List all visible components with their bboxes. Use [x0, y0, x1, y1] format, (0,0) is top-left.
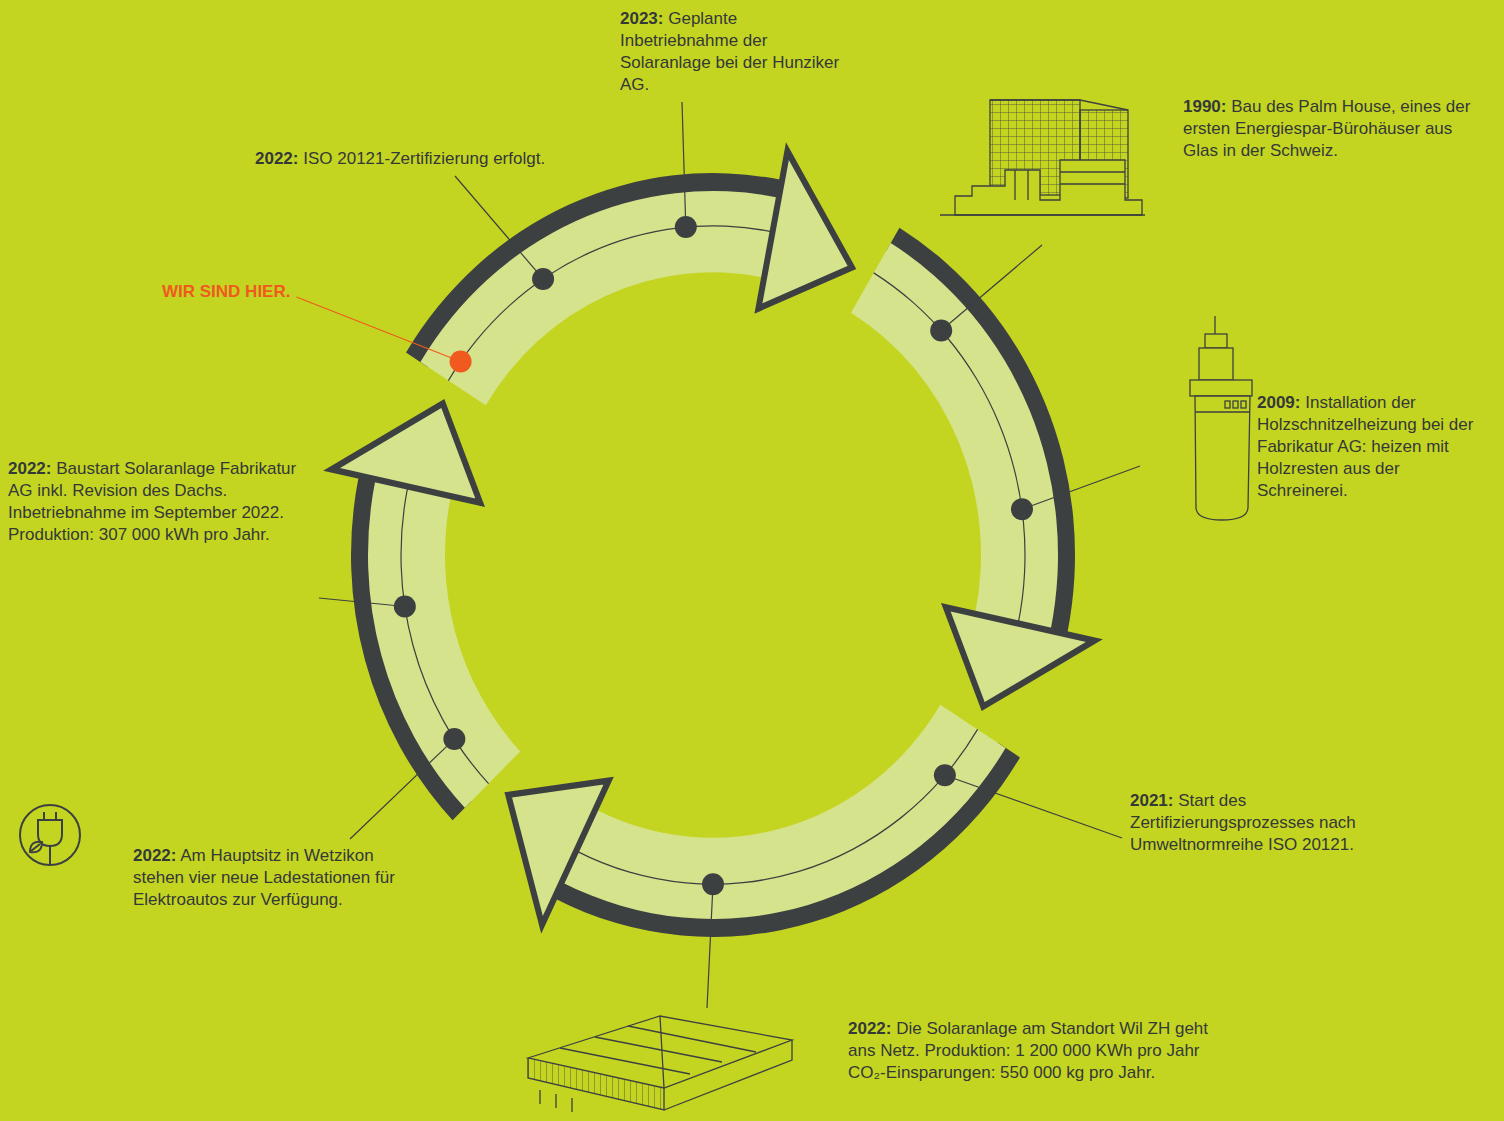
- arrow-head: [758, 151, 852, 308]
- event-dot: [930, 320, 952, 342]
- wood-chip-heating-tower: [1195, 411, 1250, 412]
- wood-chip-heating-tower: [1225, 401, 1230, 408]
- timeline-note: 2022: Am Hauptsitz in Wetzikon stehen vi…: [133, 845, 423, 911]
- wood-chip-heating-tower: [1205, 334, 1227, 348]
- leader-lines: [296, 102, 1140, 1008]
- charging-plug-icon: [31, 844, 40, 851]
- timeline-note: 2023: Geplante Inbetriebnahme der Solara…: [620, 8, 850, 96]
- timeline-note: 2022: ISO 20121-Zertifizierung erfolgt.: [255, 148, 545, 170]
- event-dot: [934, 764, 956, 786]
- charging-plug-icon: [20, 805, 80, 865]
- leader-line: [941, 245, 1042, 331]
- wood-chip-heating-tower: [1233, 401, 1238, 408]
- solar-building-wil: [528, 1016, 792, 1112]
- event-dot: [702, 873, 724, 895]
- ring-band: [420, 191, 778, 405]
- leader-line: [350, 739, 454, 839]
- year: 2021:: [1130, 791, 1173, 810]
- event-dot: [450, 351, 472, 373]
- arrow-head: [332, 403, 481, 502]
- timeline-line: [576, 729, 978, 885]
- timeline-line: [448, 225, 773, 381]
- year: 2023:: [620, 9, 663, 28]
- leader-line: [296, 297, 460, 362]
- charging-plug-icon: [44, 812, 56, 820]
- event-dot: [1011, 498, 1033, 520]
- wood-chip-heating-tower: [1241, 401, 1246, 408]
- palm-house-building: [1015, 170, 1125, 200]
- leader-line: [945, 775, 1122, 838]
- timeline-note: 1990: Bau des Palm House, eines der erst…: [1183, 96, 1483, 162]
- arrow-head: [508, 781, 608, 925]
- solar-building-wil: [664, 1040, 792, 1110]
- solar-building-wil: [660, 1016, 664, 1088]
- event-dot: [532, 268, 554, 290]
- wood-chip-heating-tower: [1190, 316, 1252, 520]
- solar-building-wil: [560, 1026, 756, 1074]
- timeline-note: 2022: Baustart Solaranlage Fabrikatur AG…: [8, 458, 313, 546]
- solar-building-wil: [528, 1058, 664, 1110]
- wood-chip-heating-tower: [1195, 396, 1250, 520]
- palm-house-building: [955, 160, 1142, 215]
- position-marker-label: WIR SIND HIER.: [162, 281, 290, 303]
- event-dot: [394, 595, 416, 617]
- note-body: Die Solaranlage am Standort Wil ZH geht …: [848, 1019, 1208, 1082]
- timeline-note: 2022: Die Solaranlage am Standort Wil ZH…: [848, 1018, 1238, 1084]
- timeline-line: [873, 272, 1025, 623]
- illustration: [20, 100, 1252, 1112]
- timeline-note: 2021: Start des Zertifizierungsprozesses…: [1130, 790, 1375, 856]
- palm-house-building: [940, 100, 1145, 215]
- palm-house-building: [940, 214, 1145, 215]
- event-dots: [394, 216, 1033, 895]
- leader-line: [682, 102, 686, 227]
- leader-line: [455, 176, 543, 279]
- year: 2022:: [848, 1019, 891, 1038]
- wood-chip-heating-tower: [1214, 316, 1215, 334]
- note-body: ISO 20121-Zertifizierung erfolgt.: [298, 149, 545, 168]
- ring: [332, 151, 1095, 937]
- timeline-line: [400, 486, 489, 784]
- ring-band: [851, 243, 1058, 631]
- year: 2009:: [1257, 393, 1300, 412]
- leader-line: [1022, 466, 1140, 509]
- ring-band: [368, 479, 520, 808]
- year: 2022:: [255, 149, 298, 168]
- event-dot: [675, 216, 697, 238]
- charging-plug-icon: [20, 805, 80, 865]
- leader-line: [707, 884, 713, 1008]
- year: 2022:: [8, 459, 51, 478]
- ring-band: [562, 705, 1006, 919]
- timeline-note: 2009: Installation der Holzschnitzelheiz…: [1257, 392, 1495, 502]
- charging-plug-icon: [49, 846, 51, 864]
- leader-line: [319, 598, 405, 606]
- note-body: Baustart Solaranlage Fabrikatur AG inkl.…: [8, 459, 296, 544]
- year: 2022:: [133, 846, 176, 865]
- wood-chip-heating-tower: [1199, 348, 1233, 380]
- wood-chip-heating-tower: [1190, 380, 1252, 396]
- note-body: Bau des Palm House, eines der ersten Ene…: [1183, 97, 1470, 160]
- event-dot: [443, 728, 465, 750]
- year: 1990:: [1183, 97, 1226, 116]
- solar-building-wil: [540, 1090, 572, 1112]
- palm-house-building: [990, 100, 1128, 110]
- arrow-head: [946, 607, 1095, 706]
- charging-plug-icon: [30, 842, 42, 853]
